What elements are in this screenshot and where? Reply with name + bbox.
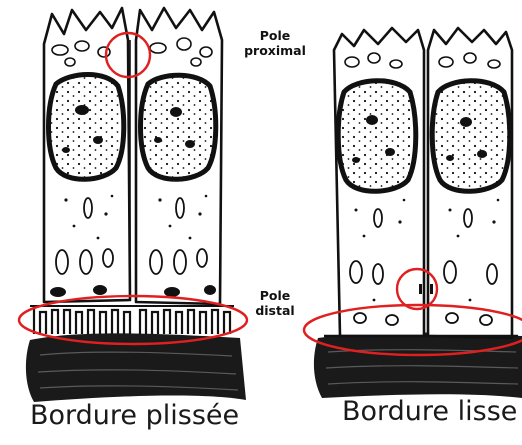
right-nucleus-c	[338, 81, 416, 192]
pole-proximal-label-line1: Pole	[232, 28, 318, 43]
right-cell-pair	[314, 28, 522, 398]
caption-ruffled-border: Bordure plissée	[30, 402, 239, 429]
caption-smooth-border: Bordure lisse	[342, 398, 517, 425]
left-nucleus-b	[141, 75, 216, 179]
pole-proximal-label: Pole proximal	[232, 28, 318, 58]
ruffled-border	[34, 306, 230, 334]
pole-distal-label-line2: distal	[232, 303, 318, 318]
left-nucleus-a	[49, 75, 124, 180]
pole-distal-label-line1: Pole	[232, 288, 318, 303]
pole-proximal-label-line2: proximal	[232, 43, 318, 58]
right-nucleus-d	[432, 81, 510, 192]
pole-distal-label: Pole distal	[232, 288, 318, 318]
